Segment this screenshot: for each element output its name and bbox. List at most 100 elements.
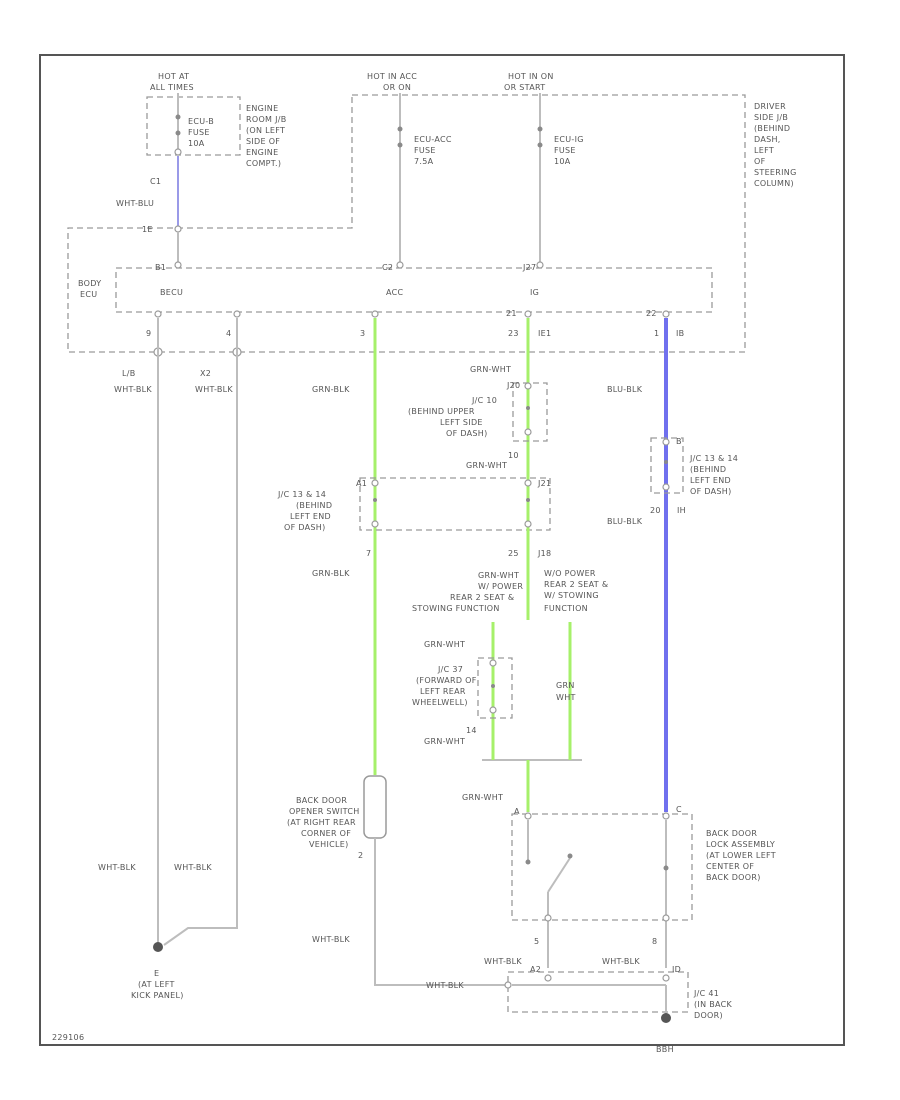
wire-blublk-1: BLU-BLK (607, 385, 643, 394)
wire-grnwht-4: GRN-WHT (424, 640, 465, 649)
ground-left-label-1: E (154, 969, 159, 978)
ecu-pin-ig: IG (530, 288, 539, 297)
wire-whtblk-left-2: WHT-BLK (195, 385, 233, 394)
ecu-pin-becu: BECU (160, 288, 183, 297)
engine-room-jb-box (146, 96, 241, 156)
back-door-switch-label-1: BACK DOOR (296, 796, 347, 805)
wire-grnwht-3: GRN-WHT (478, 571, 519, 580)
jc-left-b-label-2: (BEHIND (690, 465, 726, 474)
jc-upper-label-3: LEFT SIDE (440, 418, 483, 427)
pin-code-b: B (676, 437, 682, 446)
fuse-door-label-2: FUSE (188, 128, 210, 137)
pin-num-7: 7 (366, 549, 371, 558)
jc-rear-label-3: LEFT REAR (420, 687, 466, 696)
wire-grnblk-2: GRN-BLK (312, 569, 350, 578)
pin-num-25: 25 (508, 549, 519, 558)
fuse-acc-label-1: ECU-ACC (414, 135, 452, 144)
jc-left-a-label-2: (BEHIND (296, 501, 332, 510)
engine-room-jb-label-2: ROOM J/B (246, 115, 287, 124)
fuse-door-label-1: ECU-B (188, 117, 214, 126)
driver-side-jb-label-4: DASH, (754, 135, 781, 144)
fuse-acc-label-2: FUSE (414, 146, 436, 155)
jc-left-b-label-4: OF DASH) (690, 487, 732, 496)
jc-left-b-label-1: J/C 13 & 14 (689, 454, 738, 463)
pin-num-4: 4 (226, 329, 231, 338)
fuse-ig-label-2: FUSE (554, 146, 576, 155)
wire-blublk-2: BLU-BLK (607, 517, 643, 526)
body-ecu-label-2: ECU (80, 290, 97, 299)
hot-in-on-label-2: OR START (504, 83, 545, 92)
hot-in-acc-label-1: HOT IN ACC (367, 72, 417, 81)
back-door-switch-label-4: CORNER OF (301, 829, 351, 838)
jc-back-door-label-3: DOOR) (694, 1011, 723, 1020)
driver-side-jb-label-8: COLUMN) (754, 179, 794, 188)
wire-whtblk-lock-1: WHT-BLK (484, 957, 522, 966)
pin-num-10: 10 (508, 451, 519, 460)
engine-room-jb-label-5: ENGINE (246, 148, 278, 157)
wire-whtblk-lock-2: WHT-BLK (602, 957, 640, 966)
pin-code-j18: J18 (537, 549, 551, 558)
jc-rear-box (477, 657, 513, 719)
pin-code-ib: IB (676, 329, 684, 338)
pin-code-a1: A1 (356, 479, 367, 488)
wire-whtblk-left-4: WHT-BLK (174, 863, 212, 872)
diagram-frame (39, 54, 845, 1046)
fuse-ig-label-1: ECU-IG (554, 135, 584, 144)
jc-back-door-label-2: (IN BACK (694, 1000, 733, 1009)
ecu-pin-acc: ACC (386, 288, 404, 297)
ground-left-label-2: (AT LEFT (138, 980, 175, 989)
pin-x2-label: X2 (200, 369, 211, 378)
pin-code-ie1: IE1 (538, 329, 551, 338)
fuse-door-label-3: 10A (188, 139, 205, 148)
jc-left-a-label-3: LEFT END (290, 512, 331, 521)
variant-power-3: STOWING FUNCTION (412, 604, 500, 613)
pin-c1-label: C1 (150, 177, 161, 186)
wire-grnwht-1: GRN-WHT (470, 365, 511, 374)
pin-num-22: 22 (646, 309, 657, 318)
diagram-id: 229106 (52, 1033, 84, 1042)
fuse-ig-label-3: 10A (554, 157, 571, 166)
jc-back-door-box (507, 971, 689, 1013)
hot-at-all-times-label-2: ALL TIMES (150, 83, 194, 92)
wire-whtblk-left-3: WHT-BLK (98, 863, 136, 872)
back-door-lock-label-2: LOCK ASSEMBLY (706, 840, 775, 849)
pin-num-5: 5 (534, 937, 539, 946)
pin-num-8: 8 (652, 937, 657, 946)
ground-back-label: BBH (656, 1045, 674, 1054)
pin-code-ih: IH (677, 506, 686, 515)
variant-power-2: REAR 2 SEAT & (450, 593, 514, 602)
jc-rear-label-2: (FORWARD OF (416, 676, 477, 685)
pin-num-14: 14 (466, 726, 477, 735)
pin-code-b1: B1 (155, 263, 166, 272)
hot-at-all-times-label-1: HOT AT (158, 72, 189, 81)
variant-power-1: W/ POWER (478, 582, 523, 591)
jc-rear-label-4: WHEELWELL) (412, 698, 468, 707)
pin-num-20: 20 (650, 506, 661, 515)
wire-whtblk-left-1: WHT-BLK (114, 385, 152, 394)
variant-no-power-1: W/O POWER (544, 569, 596, 578)
pin-1e-label: 1E (142, 225, 153, 234)
jc-rear-label-1: J/C 37 (437, 665, 463, 674)
back-door-switch-label-5: VEHICLE) (309, 840, 349, 849)
pin-num-2: 2 (358, 851, 363, 860)
jc-left-a-label-1: J/C 13 & 14 (277, 490, 326, 499)
pin-code-a2: A2 (530, 965, 541, 974)
driver-side-jb-box (67, 94, 746, 353)
engine-room-jb-label-3: (ON LEFT (246, 126, 285, 135)
ground-back-symbol (661, 1013, 671, 1023)
driver-side-jb-label-2: SIDE J/B (754, 113, 788, 122)
back-door-lock-box (511, 813, 693, 921)
pin-num-3: 3 (360, 329, 365, 338)
wire-whtblk-jc41: WHT-BLK (426, 981, 464, 990)
fuse-acc-label-3: 7.5A (414, 157, 434, 166)
wire-grnwht-6: GRN-WHT (462, 793, 503, 802)
pin-code-c2: C2 (382, 263, 393, 272)
pin-num-21: 21 (506, 309, 517, 318)
engine-room-jb-label-4: SIDE OF (246, 137, 280, 146)
jc-back-door-label-1: J/C 41 (693, 989, 719, 998)
back-door-lock-label-3: (AT LOWER LEFT (706, 851, 776, 860)
body-ecu-box (115, 267, 713, 313)
ground-left-label-3: KICK PANEL) (131, 991, 184, 1000)
hot-in-acc-label-2: OR ON (383, 83, 411, 92)
